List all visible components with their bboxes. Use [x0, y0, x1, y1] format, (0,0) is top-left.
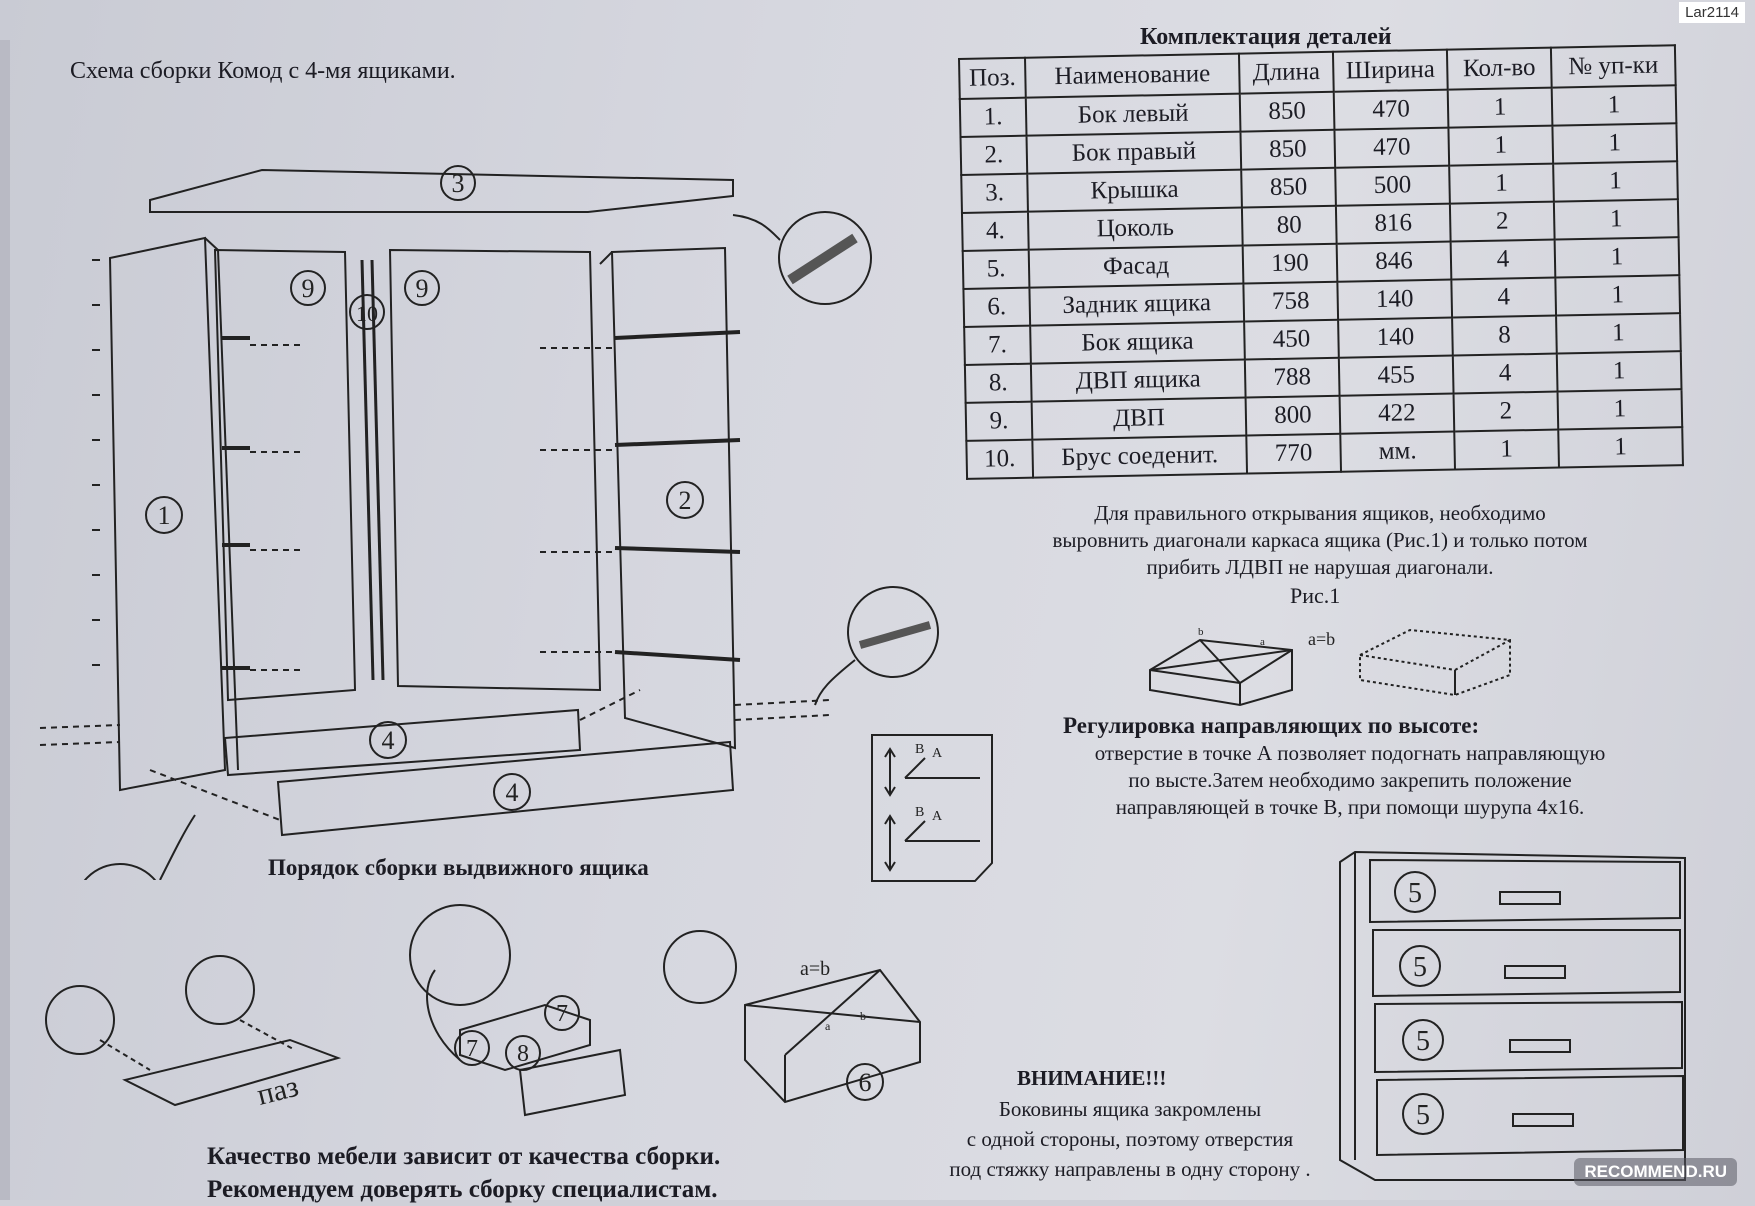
- header-name: Наименование: [1025, 53, 1240, 98]
- label-part-4b: 4: [506, 778, 519, 807]
- figure1-label: Рис.1: [1290, 583, 1341, 608]
- plinth-front: [276, 740, 735, 837]
- page-title: Схема сборки Комод с 4-мя ящиками.: [70, 58, 456, 84]
- drawer-assembly-steps: паз 7 8 7 6 a=b a b: [45, 904, 921, 1117]
- label-A-bottom: A: [932, 809, 943, 824]
- adjust-title: Регулировка направляющих по высоте:: [1063, 713, 1480, 738]
- back-panel-right: [388, 248, 602, 692]
- label-part-8: 8: [517, 1041, 529, 1067]
- label-part-10: 10: [356, 301, 378, 326]
- figure1-b: b: [1198, 626, 1204, 638]
- plinth-back: [223, 708, 582, 777]
- label-B-bottom: B: [915, 805, 924, 820]
- rail-adjust-diagram: B A B A: [871, 734, 993, 882]
- handle-4: [1512, 1113, 1574, 1127]
- header-width: Ширина: [1332, 49, 1448, 92]
- label-part-4a: 4: [382, 726, 395, 755]
- label-part-9a: 9: [302, 274, 315, 303]
- author-watermark: Lar2114: [1679, 2, 1745, 23]
- attention-text: Боковины ящика закромлены с одной сторон…: [949, 1097, 1311, 1181]
- adjust-text: отверстие в точке А позволяет подогнать …: [1094, 741, 1606, 819]
- attention-title: ВНИМАНИЕ!!!: [1017, 1066, 1167, 1090]
- label-part-3: 3: [452, 169, 465, 198]
- back-panel-left: [213, 248, 357, 702]
- foot-detail-circle: [83, 863, 157, 880]
- label-part-5d: 5: [1416, 1100, 1430, 1131]
- label-part-7a: 7: [466, 1036, 478, 1062]
- right-side-panel: [610, 246, 737, 750]
- drawer-4: [1376, 1074, 1684, 1157]
- label-part-5c: 5: [1416, 1026, 1430, 1057]
- table-title: Комплектация деталей: [1140, 24, 1392, 50]
- diagonal-note: Для правильного открывания ящиков, необх…: [1052, 501, 1588, 579]
- drawer-diag-b: b: [860, 1009, 866, 1023]
- dowel-detail-circle: [778, 211, 872, 305]
- handle-3: [1509, 1039, 1571, 1053]
- drawer-3: [1374, 1000, 1683, 1074]
- label-B-top: B: [915, 742, 924, 757]
- figure1-eq: a=b: [1308, 629, 1335, 649]
- handle-2: [1504, 965, 1566, 979]
- chest-front-diagram: 5 5 5 5: [1339, 850, 1686, 1181]
- label-part-5a: 5: [1408, 878, 1422, 909]
- label-part-2: 2: [679, 486, 692, 515]
- left-side-panel: [108, 236, 227, 792]
- drawer-1: [1369, 858, 1681, 924]
- groove-label: паз: [254, 1070, 302, 1112]
- assembly-diagram: 3 1 2 9 9 10 4 4: [39, 165, 939, 880]
- label-part-6: 6: [859, 1068, 872, 1097]
- figure1-a: a: [1260, 636, 1265, 648]
- figure1-boxes: a=b b a: [1149, 626, 1511, 707]
- header-length: Длина: [1238, 51, 1334, 94]
- label-part-1: 1: [158, 501, 171, 530]
- header-pos: Поз.: [959, 57, 1026, 99]
- source-badge: RECOMMEND.RU: [1574, 1158, 1737, 1186]
- label-part-5b: 5: [1413, 952, 1427, 983]
- header-qty: Кол-во: [1446, 47, 1552, 90]
- drawer-2: [1372, 929, 1681, 998]
- drawer-assembly-title: Порядок сборки выдвижного ящика: [268, 855, 649, 880]
- header-pack: № уп-ки: [1550, 45, 1676, 88]
- screw-detail-circle: [847, 586, 939, 678]
- label-part-7b: 7: [556, 1001, 568, 1027]
- drawer-diag-a: a: [825, 1019, 831, 1033]
- label-part-9b: 9: [416, 274, 429, 303]
- paper-edge: [0, 40, 10, 1200]
- label-A-top: A: [932, 746, 943, 761]
- handle-1: [1499, 891, 1561, 905]
- quality-note: Качество мебели зависит от качества сбор…: [207, 1143, 721, 1203]
- drawer-eq-label: a=b: [800, 958, 830, 980]
- parts-table: Поз. Наименование Длина Ширина Кол-во № …: [958, 44, 1684, 480]
- top-panel: [149, 168, 734, 213]
